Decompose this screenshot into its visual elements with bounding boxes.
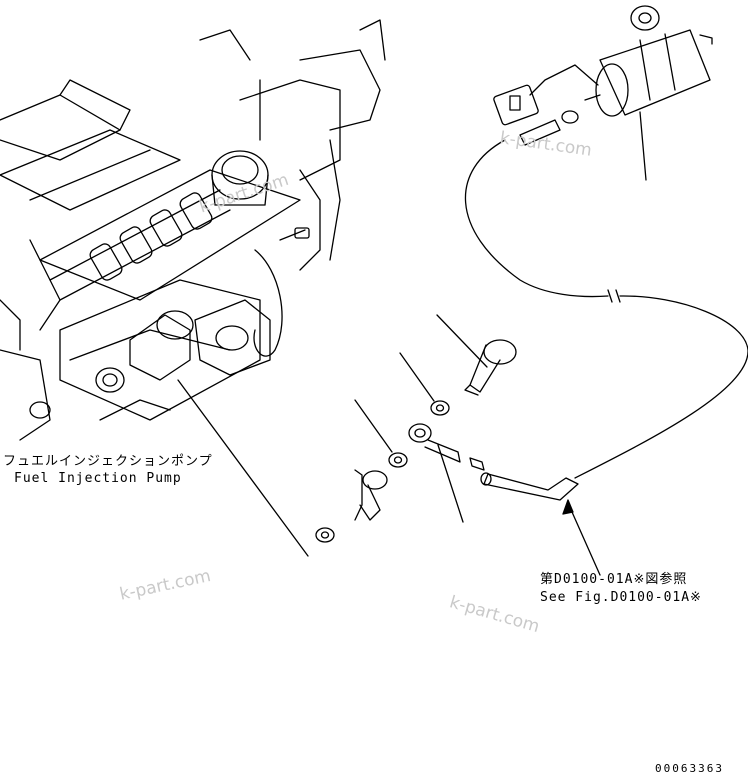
reference-label-en: See Fig.D0100-01A※ <box>540 590 702 605</box>
document-number: 00063363 <box>655 762 724 775</box>
pump-label-jp: フュエルインジェクションポンプ <box>3 454 213 469</box>
fuel-tube-drawing <box>464 139 748 501</box>
fuel-injection-pump-drawing <box>0 19 386 441</box>
leader-lines <box>177 111 647 576</box>
reference-label-jp: 第D0100-01A※図参照 <box>540 572 688 587</box>
exploded-parts-drawing <box>315 339 517 543</box>
stop-solenoid-drawing <box>493 5 713 146</box>
pump-label-en: Fuel Injection Pump <box>14 471 182 486</box>
